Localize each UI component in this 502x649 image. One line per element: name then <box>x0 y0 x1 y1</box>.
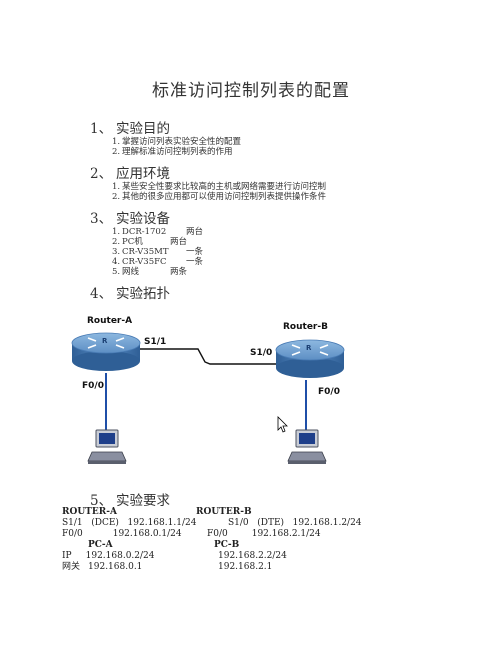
pc-b-icon <box>287 429 327 464</box>
section-number: 3、 <box>90 211 113 227</box>
pc-a-heading: PC-A <box>88 540 113 550</box>
section-label: 实验拓扑 <box>116 286 170 302</box>
pc-b-ip: 192.168.2.2/24 <box>218 551 287 561</box>
section-heading-equipment: 3、实验设备 <box>90 207 170 227</box>
list-item: 2.其他的很多应用都可以使用访问控制列表提供操作条件 <box>112 192 327 202</box>
router-a-serial-config: S1/1 (DCE) 192.168.1.1/24 <box>62 518 197 528</box>
pc-b-heading: PC-B <box>214 540 240 550</box>
serial-link <box>140 348 276 365</box>
section-label: 实验要求 <box>116 493 170 509</box>
section-heading-requirements: 5、实验要求 <box>90 489 170 509</box>
section-number: 5、 <box>90 493 113 509</box>
router-b-icon <box>275 339 345 378</box>
section-number: 1、 <box>90 121 113 137</box>
equipment-item: 2.PC机两台 <box>112 237 188 247</box>
list-item: 2.理解标准访问控制列表的作用 <box>112 147 233 157</box>
router-a-icon <box>71 332 141 371</box>
list-item: 1.某些安全性要求比较高的主机或网络需要进行访问控制 <box>112 182 327 192</box>
section-number: 4、 <box>90 286 113 302</box>
router-b-letter: R <box>306 344 312 352</box>
equipment-item: 5.网线两条 <box>112 267 188 277</box>
router-a-eth-label: F0/0 <box>82 381 104 391</box>
section-label: 应用环境 <box>116 166 170 182</box>
router-a-serial-label: S1/1 <box>144 337 167 347</box>
list-item: 1.掌握访问列表实验安全性的配置 <box>112 137 242 147</box>
router-b-serial-config: S1/0 (DTE) 192.168.1.2/24 <box>228 518 362 528</box>
section-label: 实验设备 <box>116 211 170 227</box>
router-a-heading: ROUTER-A <box>62 507 117 517</box>
cursor-icon <box>277 416 288 433</box>
section-heading-environment: 2、应用环境 <box>90 162 170 182</box>
page-title: 标准访问控制列表的配置 <box>152 81 350 101</box>
section-heading-purpose: 1、实验目的 <box>90 117 170 137</box>
router-a-letter: R <box>102 337 108 345</box>
section-heading-topology: 4、实验拓扑 <box>90 282 170 302</box>
section-label: 实验目的 <box>116 121 170 137</box>
pc-b-gateway: 192.168.2.1 <box>218 562 273 572</box>
router-b-eth-label: F0/0 <box>318 387 340 397</box>
router-b-label: Router-B <box>283 322 328 332</box>
pc-a-icon <box>87 429 127 464</box>
router-b-heading: ROUTER-B <box>196 507 252 517</box>
router-b-serial-label: S1/0 <box>250 348 273 358</box>
router-a-label: Router-A <box>87 316 133 326</box>
section-number: 2、 <box>90 166 113 182</box>
